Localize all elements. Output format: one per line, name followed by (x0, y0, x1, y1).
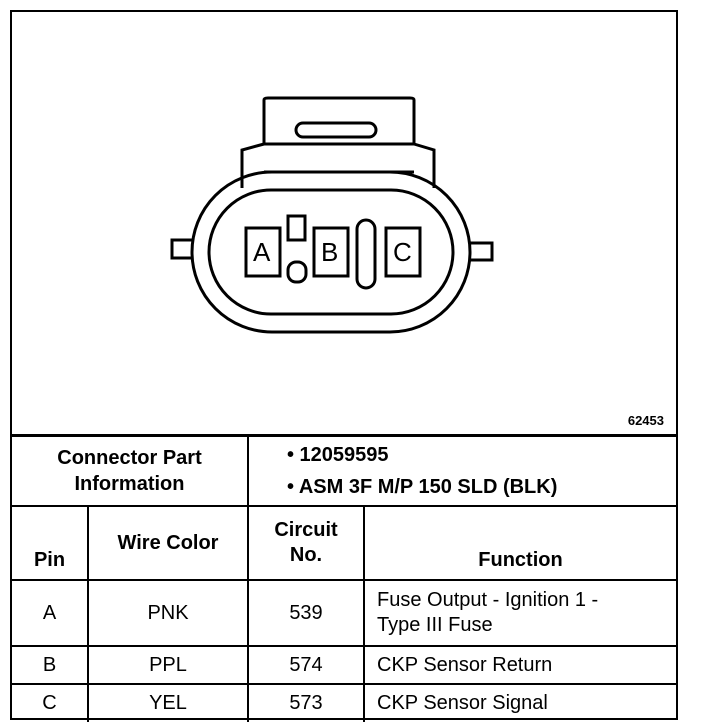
row-circuit: 573 (247, 683, 365, 722)
table-row: C YEL 573 CKP Sensor Signal (12, 683, 676, 722)
header-circuit-line1: Circuit (274, 519, 338, 541)
part-info-label-line2: Information (74, 473, 185, 495)
header-wire-color: Wire Color (87, 505, 249, 581)
table-row: B PPL 574 CKP Sensor Return (12, 645, 676, 685)
part-description: • ASM 3F M/P 150 SLD (BLK) (287, 476, 558, 498)
lock-tab (262, 96, 416, 146)
row-function: Fuse Output - Ignition 1 - Type III Fuse (363, 579, 676, 647)
pin-label-b: B (321, 237, 339, 267)
outer-housing (190, 170, 472, 334)
header-pin: Pin (12, 505, 89, 581)
row-function-line2: Type III Fuse (377, 614, 493, 636)
header-circuit-line2: No. (289, 544, 323, 566)
header-row: Pin Wire Color Circuit No. Function (12, 505, 676, 581)
table-row: A PNK 539 Fuse Output - Ignition 1 - Typ… (12, 579, 676, 647)
header-function: Function (363, 505, 676, 581)
row-circuit: 574 (247, 645, 365, 685)
row-function: CKP Sensor Return (363, 645, 676, 685)
pin-label-a: A (253, 237, 271, 267)
part-info-label-line1: Connector Part (57, 447, 202, 469)
part-number: • 12059595 (287, 444, 389, 466)
right-ear (470, 241, 494, 262)
connector-figure: A B C 62453 Connector Part Information •… (10, 10, 678, 722)
row-function: CKP Sensor Signal (363, 683, 676, 722)
key-post (286, 260, 308, 284)
row-pin: C (12, 683, 89, 722)
row-circuit: 539 (247, 579, 365, 647)
figure-number: 62453 (627, 413, 664, 428)
pin-cavity-a (244, 226, 282, 278)
row-wire-color: YEL (87, 683, 249, 722)
lock-slot (294, 121, 378, 139)
tab-shoulders (240, 142, 436, 188)
row-function-line1: Fuse Output - Ignition 1 - (377, 589, 599, 611)
pin-cavity-b (312, 226, 350, 278)
part-info-list: • 12059595 • ASM 3F M/P 150 SLD (BLK) (247, 437, 676, 507)
row-wire-color: PPL (87, 645, 249, 685)
connector-diagram: A B C 62453 (12, 12, 676, 437)
pin-cavity-c (384, 226, 422, 278)
inner-housing (207, 188, 455, 316)
key-slot (286, 214, 307, 242)
row-pin: B (12, 645, 89, 685)
cavity-separator (355, 218, 377, 290)
part-info-label: Connector Part Information (12, 437, 249, 507)
pin-label-c: C (393, 237, 412, 267)
header-circuit: Circuit No. (247, 505, 365, 581)
part-info-row: Connector Part Information • 12059595 • … (12, 437, 676, 507)
row-wire-color: PNK (87, 579, 249, 647)
left-ear (170, 238, 192, 260)
connector-table: Connector Part Information • 12059595 • … (12, 437, 676, 722)
connector-face-drawing (170, 96, 494, 334)
row-pin: A (12, 579, 89, 647)
